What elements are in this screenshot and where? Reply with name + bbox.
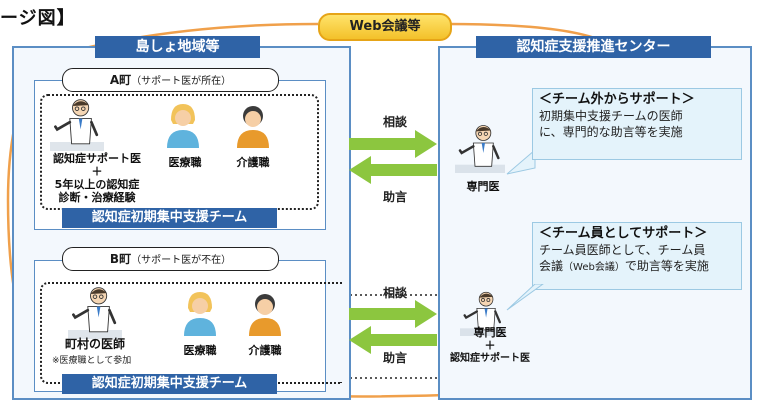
town-a-caregiver-icon [233, 102, 273, 148]
callout-b: ＜チーム員としてサポート＞ チーム員医師として、チーム員 会議（Web会議）で助… [532, 222, 742, 290]
callout-b-pointer [506, 284, 544, 311]
consult-arrow-b [349, 300, 437, 328]
town-a-doctor-line-1: 認知症サポート医 [53, 152, 141, 165]
town-a-advice-label: 助言 [382, 190, 407, 204]
town-b-doctor-note: ※医療職として参加 [52, 356, 132, 366]
callout-b-line-2-pre: 会議 [539, 259, 564, 273]
center-region-title: 認知症支援推進センター [476, 36, 711, 58]
callout-a: ＜チーム外からサポート＞ 初期集中支援チームの医師 に、専門的な助言等を実施 [532, 88, 742, 160]
town-b-name: B町 [109, 252, 132, 266]
callout-b-line-1: チーム員医師として、チーム員 [539, 243, 706, 257]
town-b-care-label: 介護職 [248, 344, 282, 357]
consult-arrow-a [349, 130, 437, 158]
town-a-medical-label: 医療職 [168, 156, 202, 169]
town-a-team-label: 認知症初期集中支援チーム [62, 208, 277, 228]
town-a-nurse-icon [163, 102, 203, 148]
town-a-doctor-line-3: 5年以上の認知症 [54, 178, 140, 191]
web-meeting-badge: Web会議等 [318, 13, 452, 41]
callout-a-heading: ＜チーム外からサポート＞ [539, 92, 695, 107]
town-b-caregiver-icon [245, 290, 285, 336]
callout-b-line-2-post: で助言等を実施 [624, 259, 709, 273]
specialist-b-line-2: ＋ [484, 339, 496, 352]
town-b-advice-label: 助言 [382, 351, 407, 365]
town-b-header: B町（サポート医が不在） [62, 247, 279, 271]
town-a-arrows [349, 130, 437, 184]
town-b-arrows [349, 300, 437, 354]
town-a-doctor-icon [50, 97, 104, 151]
callout-a-line-2: に、専門的な助言等を実施 [539, 125, 683, 139]
town-b-team-label: 認知症初期集中支援チーム [62, 374, 277, 394]
town-a-header: A町（サポート医が所在） [62, 68, 279, 92]
town-a-name: A町 [109, 73, 132, 87]
advice-arrow-a [349, 156, 437, 184]
specialist-a-label: 専門医 [466, 180, 500, 193]
town-a-care-label: 介護職 [236, 156, 270, 169]
specialist-a-doctor-icon [455, 123, 505, 173]
specialist-b-line-3: 認知症サポート医 [450, 353, 530, 364]
specialist-b-label: 専門医 ＋ 認知症サポート医 [440, 326, 540, 365]
town-b-doctor-icon [68, 285, 122, 339]
advice-arrow-b [349, 326, 437, 354]
island-region-title: 島しょ地域等 [95, 36, 260, 58]
callout-a-line-1: 初期集中支援チームの医師 [539, 109, 683, 123]
town-b-status: （サポート医が不在） [131, 255, 232, 266]
town-a-status: （サポート医が所在） [131, 76, 232, 87]
town-a-doctor-label: 認知症サポート医 ＋ 5年以上の認知症 診断・治療経験 [42, 152, 152, 204]
callout-b-line-2: 会議（Web会議）で助言等を実施 [539, 258, 735, 276]
town-b-consult-label: 相談 [382, 286, 407, 300]
town-b-doctor-label: 町村の医師 [64, 337, 125, 351]
town-a-doctor-line-4: 診断・治療経験 [58, 191, 136, 204]
callout-b-line-2-small: （Web会議） [563, 262, 625, 273]
callout-b-heading: ＜チーム員としてサポート＞ [539, 226, 708, 241]
town-a-doctor-line-2: ＋ [91, 165, 103, 178]
specialist-b-line-1: 専門医 [473, 326, 507, 339]
town-b-medical-label: 医療職 [183, 344, 217, 357]
town-b-nurse-icon [180, 290, 220, 336]
town-a-consult-label: 相談 [382, 115, 407, 129]
page-title: ージ図】 [0, 8, 76, 29]
